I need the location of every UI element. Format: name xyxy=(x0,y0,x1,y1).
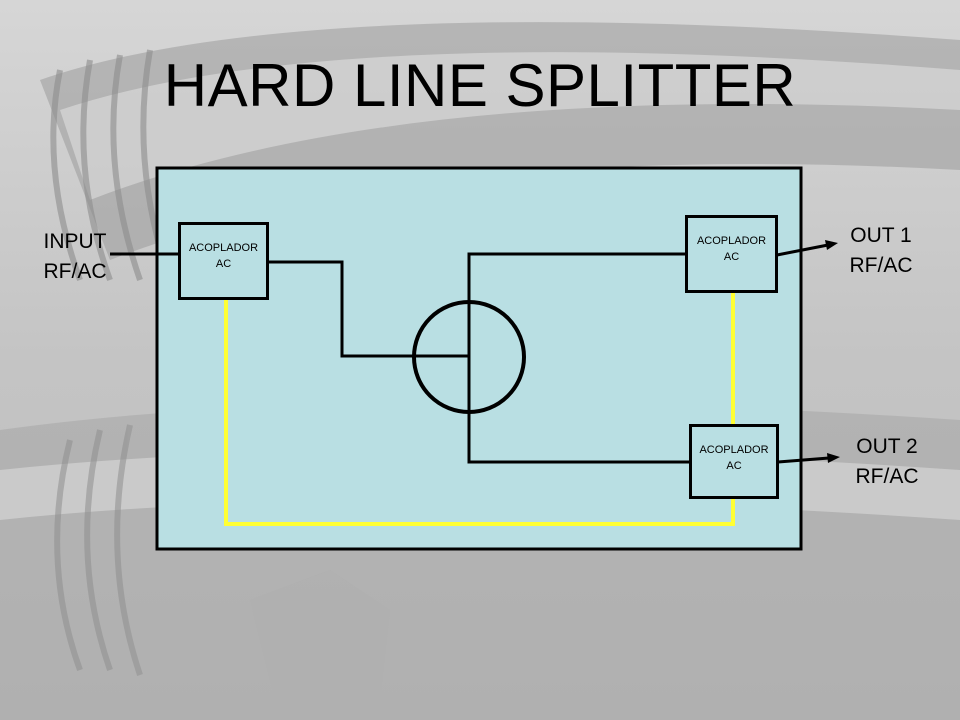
out2-label: OUT 2 RF/AC xyxy=(842,432,932,492)
out2-line xyxy=(777,456,830,464)
rf-path-input xyxy=(268,260,469,358)
coupler-out1-line1: ACOPLADOR xyxy=(696,235,767,247)
coupler-input-line1: ACOPLADOR xyxy=(188,242,259,254)
coupler-input-line2: AC xyxy=(215,258,232,270)
out1-label-line1: OUT 1 xyxy=(850,224,912,247)
out2-arrow-icon xyxy=(827,453,840,463)
out1-label-line2: RF/AC xyxy=(849,254,913,277)
coupler-out1-line2: AC xyxy=(723,251,740,263)
input-label-line1: INPUT xyxy=(43,230,107,253)
coupler-out2-line1: ACOPLADOR xyxy=(699,444,769,456)
coupler-out2: ACOPLADOR AC xyxy=(689,424,779,499)
out1-arrow-icon xyxy=(825,240,838,250)
rf-path-out1 xyxy=(467,252,686,356)
ac-bypass-path xyxy=(224,293,735,526)
input-label: INPUT RF/AC xyxy=(30,227,120,287)
rf-path-out2 xyxy=(467,356,690,464)
coupler-input: ACOPLADOR AC xyxy=(178,222,269,300)
coupler-out1: ACOPLADOR AC xyxy=(685,215,778,293)
page-title: HARD LINE SPLITTER xyxy=(163,52,797,119)
out1-line xyxy=(776,243,829,257)
out2-label-line2: RF/AC xyxy=(855,465,919,488)
out2-label-line1: OUT 2 xyxy=(856,435,918,458)
coupler-out2-line2: AC xyxy=(726,460,742,472)
input-label-line2: RF/AC xyxy=(43,260,107,283)
out1-label: OUT 1 RF/AC xyxy=(836,221,926,281)
